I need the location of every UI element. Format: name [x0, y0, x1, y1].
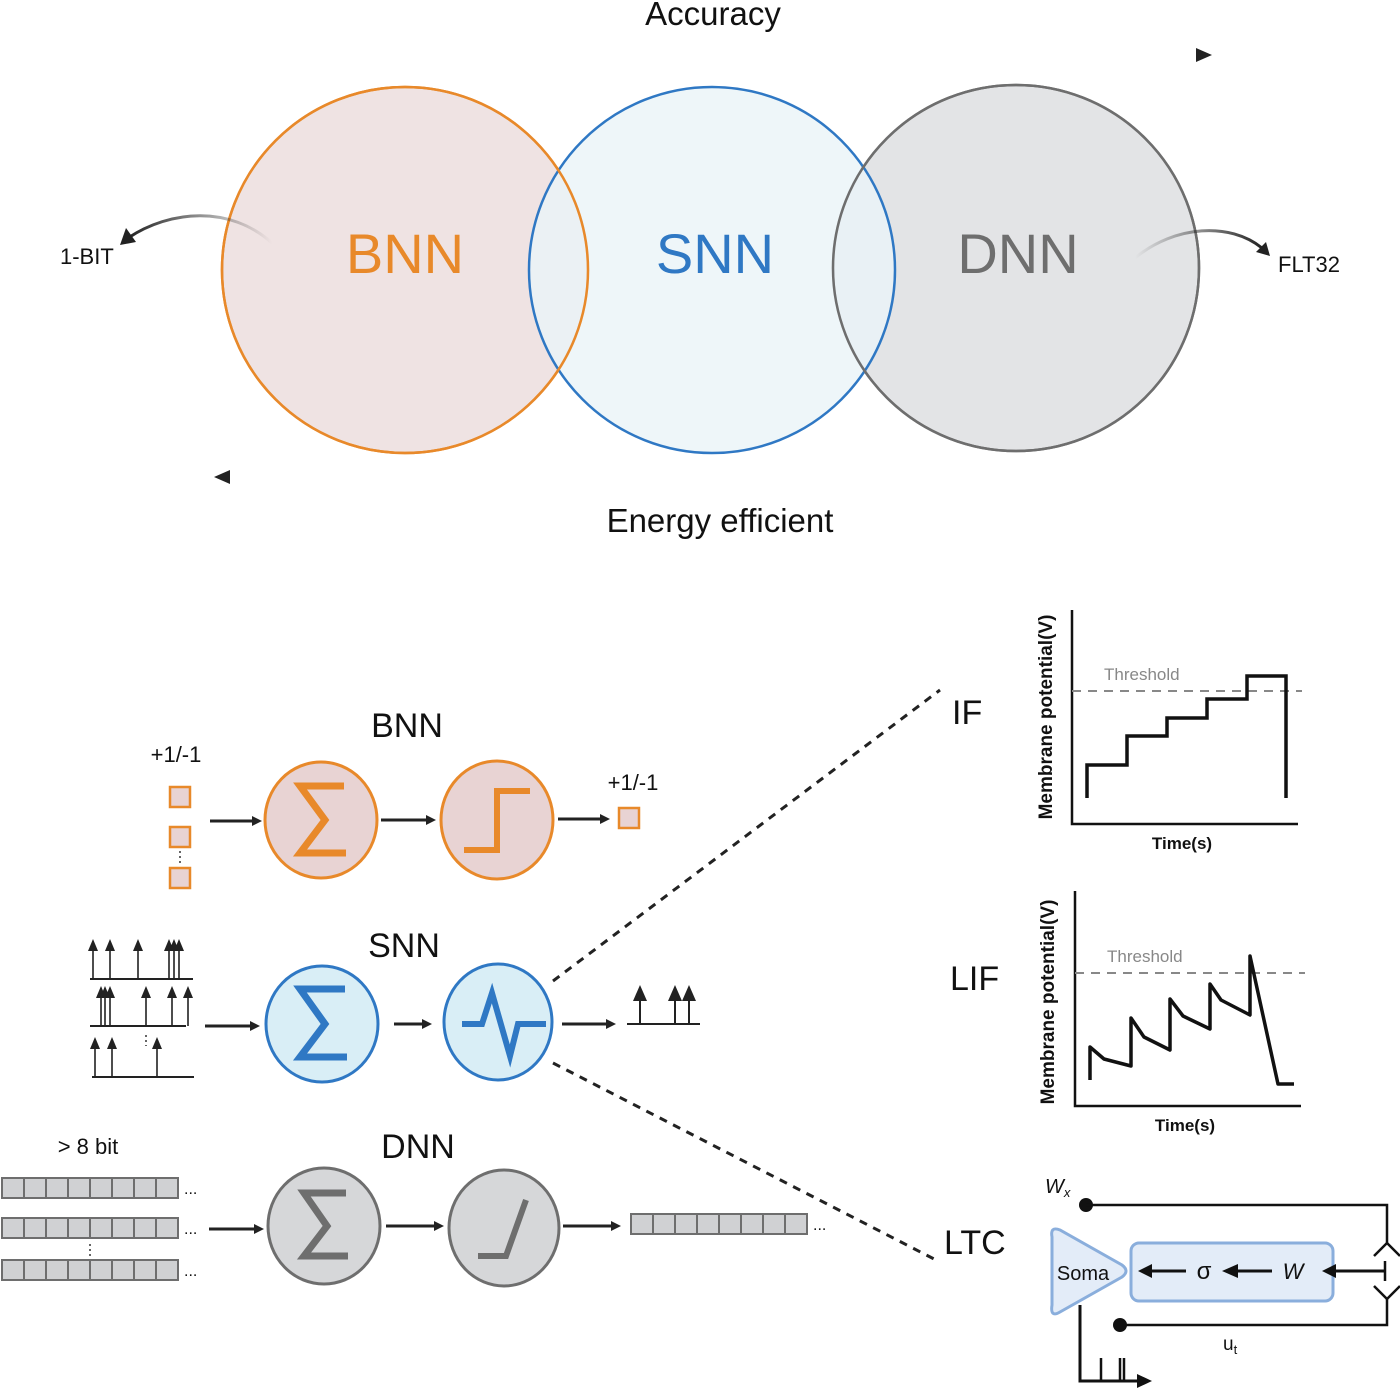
lif-membrane-trace — [1088, 954, 1294, 1086]
relu-icon — [478, 1198, 529, 1259]
ellipsis: ... — [813, 1217, 826, 1234]
if-membrane-trace — [1085, 674, 1288, 798]
if-label: IF — [952, 694, 982, 732]
bnn-row-title: BNN — [371, 707, 443, 745]
lif-axes — [1073, 891, 1301, 1108]
dashed-line-to-if — [552, 688, 941, 983]
ltc-diagram: Wx ut Soma σ W — [1045, 1176, 1400, 1388]
ellipsis: ... — [184, 1221, 197, 1238]
lif-label: LIF — [950, 960, 999, 998]
soma-label: Soma — [1057, 1263, 1110, 1285]
bit-vector: ... — [1, 1177, 197, 1199]
energy-arrow — [214, 470, 1245, 484]
if-plot: Threshold Time(s) Membrane potential(V) — [1036, 610, 1302, 853]
if-threshold-label: Threshold — [1104, 665, 1180, 684]
if-ylabel: Membrane potential(V) — [1036, 615, 1057, 820]
spike-train — [88, 939, 193, 980]
bnn-circle-label: BNN — [346, 222, 464, 285]
dnn-activation-node — [447, 1168, 561, 1288]
left-curved-arrow — [120, 214, 274, 245]
dnn-input-label: > 8 bit — [58, 1134, 119, 1159]
lif-ylabel: Membrane potential(V) — [1038, 900, 1059, 1105]
dnn-input-vectors: ......... — [1, 1177, 197, 1281]
accuracy-arrow — [180, 48, 1212, 62]
ellipsis: ... — [184, 1263, 197, 1280]
right-curved-arrow — [1134, 229, 1270, 260]
lif-plot: Threshold Time(s) Membrane potential(V) — [1038, 891, 1305, 1135]
bnn-output-label: +1/-1 — [608, 770, 659, 795]
dnn-row-title: DNN — [381, 1128, 455, 1166]
wx-label: Wx — [1045, 1176, 1071, 1200]
if-xlabel: Time(s) — [1152, 834, 1212, 853]
snn-output-spike-train — [627, 985, 700, 1025]
soma-triangle — [1050, 1227, 1128, 1316]
bnn-input-label: +1/-1 — [151, 742, 202, 767]
spike-train — [90, 1037, 194, 1078]
dnn-circle-label: DNN — [957, 222, 1078, 285]
sigma-icon — [292, 985, 347, 1061]
dnn-output-vector: ... — [630, 1213, 826, 1235]
energy-efficient-label: Energy efficient — [607, 502, 834, 539]
lif-xlabel: Time(s) — [1155, 1116, 1215, 1135]
bit-vector: ... — [1, 1259, 197, 1281]
snn-row-title: SNN — [368, 927, 440, 965]
dashed-line-to-ltc — [552, 1061, 937, 1262]
one-bit-label: 1-BIT — [60, 244, 114, 269]
bnn-output-bit — [617, 806, 641, 830]
if-axes — [1070, 610, 1298, 826]
flt32-label: FLT32 — [1278, 252, 1340, 277]
w-gate-label: W — [1283, 1259, 1306, 1284]
snn-circle — [527, 85, 897, 455]
snn-input-spike-trains — [88, 939, 194, 1078]
bnn-input-bits — [168, 785, 192, 890]
ltc-label: LTC — [944, 1224, 1006, 1262]
lif-threshold-label: Threshold — [1107, 947, 1183, 966]
sigma-gate-label: σ — [1197, 1258, 1212, 1285]
accuracy-label: Accuracy — [645, 0, 781, 32]
sigma-icon — [292, 782, 346, 857]
step-function-icon — [464, 788, 530, 853]
bit-vector: ... — [630, 1213, 826, 1235]
ut-node — [1113, 1318, 1127, 1332]
ellipsis: ... — [184, 1181, 197, 1198]
snn-circle-label: SNN — [656, 222, 774, 285]
sigma-icon — [296, 1189, 348, 1260]
spike-train — [90, 986, 193, 1027]
ut-label: ut — [1223, 1334, 1238, 1357]
bit-vector: ... — [1, 1217, 197, 1239]
spike-waveform-icon — [462, 982, 546, 1068]
